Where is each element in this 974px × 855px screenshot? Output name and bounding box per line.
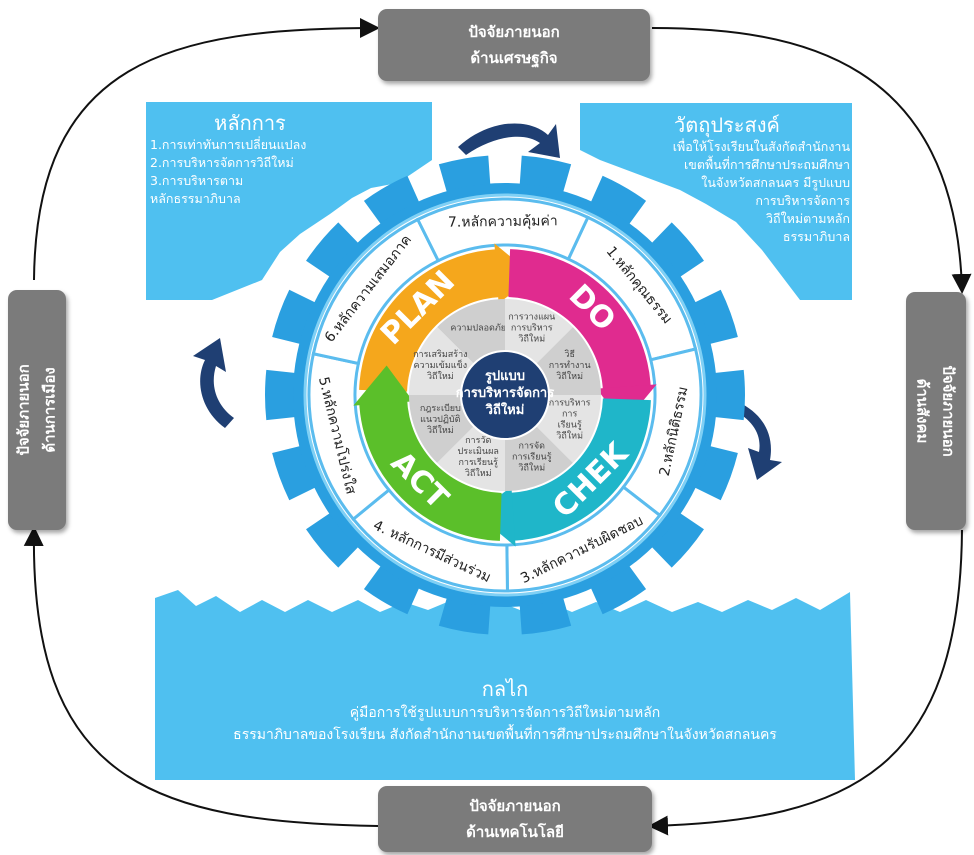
factor-social-box: ปัจจัยภายนอก ด้านสังคม xyxy=(906,292,966,530)
inner-section xyxy=(536,327,601,395)
governance-wheel: 1.หลักคุณธรรม2.หลักนิติธรรม3.หลักความรับ… xyxy=(307,197,703,593)
outer-cycle-connectors xyxy=(23,18,972,836)
objective-title: วัตถุประสงค์ xyxy=(674,113,780,137)
mechanism-block: กลไก คู่มือการใช้รูปแบบการบริหารจัดการวิ… xyxy=(156,676,854,746)
factor-technology-box: ปัจจัยภายนอก ด้านเทคโนโลยี xyxy=(378,786,652,852)
inner-section-label: การเสริมสร้างความเข้มแข็งวิถีใหม่ xyxy=(413,349,467,382)
factor-political-line1: ปัจจัยภายนอก xyxy=(15,364,33,456)
inner-section-label: วิธีการทำงานวิถีใหม่ xyxy=(549,349,591,382)
inner-section-label: การบริหารการเรียนรู้วิถีใหม่ xyxy=(549,397,591,441)
inner-section xyxy=(437,299,505,364)
objective-line-6: ธรรมาภิบาล xyxy=(782,229,850,244)
factor-political-box: ปัจจัยภายนอก ด้านการเมือง xyxy=(8,290,66,530)
objective-line-5: วิถีใหม่ตามหลัก xyxy=(765,211,850,226)
pdca-segment-plan xyxy=(359,249,502,392)
factor-economic-line1: ปัจจัยภายนอก xyxy=(468,23,560,41)
principles-item-1: 1.การเท่าทันการเปลี่ยนแปลง xyxy=(150,137,307,152)
center-hub xyxy=(460,350,550,440)
connector-bottom-left xyxy=(23,526,379,827)
governance-principle-label: 7.หลักความคุ้มค่า xyxy=(448,213,558,230)
rotation-arrows xyxy=(193,123,782,480)
gear-tooth xyxy=(643,506,704,568)
principles-panel xyxy=(146,102,432,300)
objective-line-3: ในจังหวัดสกลนคร มีรูปแบบ xyxy=(701,175,850,190)
connector-top-right xyxy=(651,27,972,294)
objective-line-1: เพื่อให้โรงเรียนในสังกัดสำนักงาน xyxy=(672,139,850,154)
factor-economic-line2: ด้านเศรษฐกิจ xyxy=(470,49,558,67)
rotation-arrow-left xyxy=(193,338,234,428)
inner-section-label: การวางแผนการบริหารวิถีใหม่ xyxy=(508,312,555,344)
rotation-arrow-right xyxy=(733,402,782,480)
principles-item-4: หลักธรรมาภิบาล xyxy=(150,191,241,206)
governance-segment xyxy=(415,197,590,263)
principles-item-3: 3.การบริหารตาม xyxy=(150,173,244,188)
principles-title: หลักการ xyxy=(214,111,286,135)
inner-section-label: ความปลอดภัย xyxy=(450,323,506,333)
rotation-arrow-top xyxy=(458,123,560,158)
gear-tooth xyxy=(643,222,704,284)
inner-section xyxy=(505,299,573,364)
connector-left-top xyxy=(33,18,380,281)
pdca-segment-check xyxy=(508,398,651,541)
factor-technology-line1: ปัจจัยภายนอก xyxy=(469,797,561,815)
inner-section xyxy=(437,426,505,491)
principles-block: หลักการ 1.การเท่าทันการเปลี่ยนแปลง 2.การ… xyxy=(150,110,350,208)
light-blue-panels xyxy=(146,102,855,780)
mechanism-line-1: คู่มือการใช้รูปแบบการบริหารจัดการวิถีใหม… xyxy=(349,705,661,721)
inner-section-label: การวัดประเมินผลการเรียนรู้วิถีใหม่ xyxy=(458,436,499,479)
connector-right-bottom xyxy=(648,529,963,836)
inner-section-label: กฎระเบียบแนวปฏิบัติวิถีใหม่ xyxy=(420,403,461,436)
mechanism-line-2: ธรรมาภิบาลของโรงเรียน สังกัดสำนักงานเขตพ… xyxy=(233,727,777,743)
pdca-arrowhead-act xyxy=(353,365,414,406)
factor-economic-box: ปัจจัยภายนอก ด้านเศรษฐกิจ xyxy=(378,9,650,81)
gear-tooth xyxy=(306,506,367,568)
pdca-segment-do xyxy=(508,249,651,392)
objective-block: วัตถุประสงค์ เพื่อให้โรงเรียนในสังกัดสำน… xyxy=(640,112,850,246)
factor-social-line2: ด้านสังคม xyxy=(914,378,932,444)
inner-section xyxy=(536,395,601,463)
mechanism-title: กลไก xyxy=(481,677,529,701)
pdca-segment-act xyxy=(359,398,502,541)
inner-section xyxy=(505,426,573,491)
inner-section xyxy=(409,395,474,463)
objective-line-4: การบริหารจัดการ xyxy=(755,193,850,208)
factor-social-line1: ปัจจัยภายนอก xyxy=(940,365,958,457)
factor-political-line2: ด้านการเมือง xyxy=(41,367,59,453)
mechanism-panel xyxy=(155,590,855,780)
inner-section-label: การจัดการเรียนรู้วิถีใหม่ xyxy=(512,442,552,474)
inner-section xyxy=(409,327,474,395)
objective-line-2: เขตพื้นที่การศึกษาประถมศึกษา xyxy=(684,157,850,172)
factor-technology-line2: ด้านเทคโนโลยี xyxy=(466,823,564,841)
center-label: รูปแบบการบริหารจัดการวิถีใหม่ xyxy=(456,369,554,418)
gear-tooth xyxy=(306,222,367,284)
objective-panel xyxy=(580,103,852,300)
principles-item-2: 2.การบริหารจัดการวิถีใหม่ xyxy=(150,155,294,170)
